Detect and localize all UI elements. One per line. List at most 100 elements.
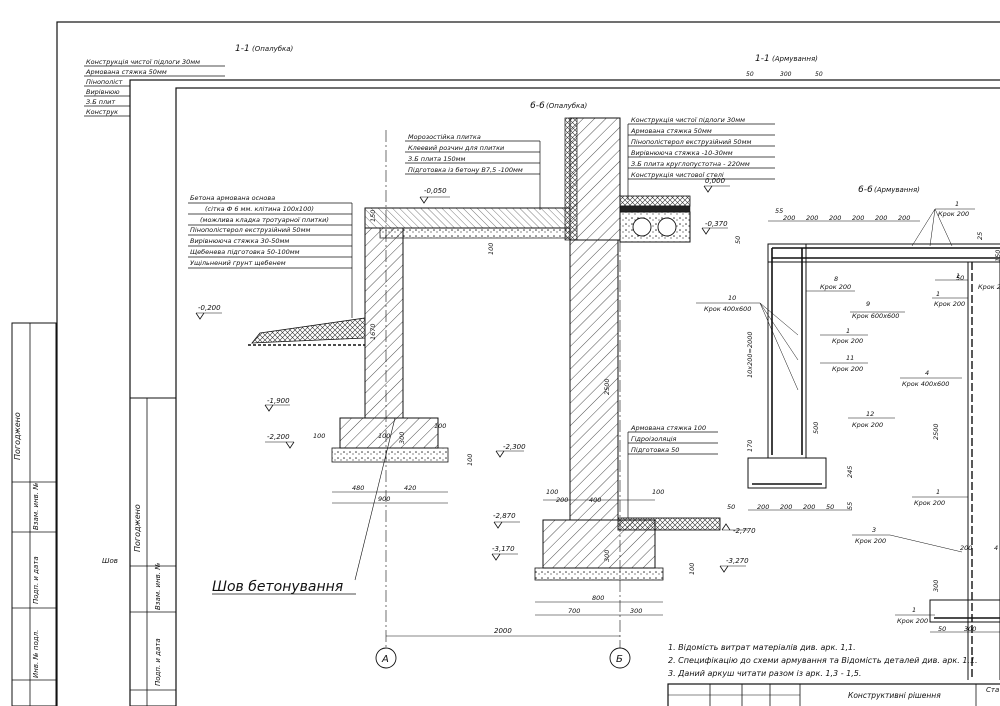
back-layer-2: Армована стяжка 50мм: [85, 68, 167, 76]
formwork-section: А Б 2000 Шов бетонування: [212, 117, 721, 669]
dim-150: 150: [369, 210, 377, 222]
reinf-top-dim-2: 200: [783, 214, 795, 222]
base-layer-2: (сітка Ф 6 мм. клітина 100х100): [205, 205, 314, 213]
floor-layer-1: Конструкція чистої підлоги 30мм: [631, 116, 745, 124]
reinf-vert-dim-4: 500: [812, 422, 820, 434]
reinf-top-dim-6: 200: [875, 214, 887, 222]
base-layer-5: Вирівнююча стяжка 30-50мм: [190, 237, 289, 245]
rebar-10-step: Крок 400х600: [704, 305, 751, 313]
dim-300c: 300: [630, 607, 642, 615]
rebar-11: 11: [846, 354, 854, 362]
floor-layer-3: Пінополістерол екструзійний 50мм: [631, 138, 751, 146]
pavement-layer-4: Підготовка із бетону В7,5 -100мм: [408, 166, 523, 174]
rebar-1d: 1: [936, 488, 940, 496]
dim-100a: 100: [313, 432, 325, 440]
back-seam-label: Шов: [102, 557, 118, 565]
level-l11: -3,270: [726, 557, 749, 565]
base-layer-1: Бетона армована основа: [190, 194, 275, 202]
title-block-name: Конструктивні рішення: [848, 691, 941, 700]
rebar-9: 9: [866, 300, 870, 308]
back-title-reinf-sub: (Армування): [772, 55, 818, 63]
pavement-layer-3: З.Б плита 150мм: [408, 155, 466, 163]
reinf-bot-dim-1: 50: [727, 503, 735, 511]
reinf-bottom-right-dim-1: 50: [938, 625, 946, 633]
back-stamp-3: Инв. № подл.: [32, 630, 40, 678]
dim-100b: 100: [378, 432, 390, 440]
dim-100e: 100: [546, 488, 558, 496]
reinf-vert-dim-2: 2500: [932, 423, 940, 440]
rebar-1b: 1: [846, 327, 850, 335]
reinforcement-section: 55 200 200 200 200 200 200 50 25 150 10х…: [696, 200, 1000, 680]
reinf-bot-dim-6: 55: [846, 502, 854, 510]
rebar-4-step: Крок 400х600: [902, 380, 949, 388]
reinf-side-dim-3: 150: [994, 250, 1000, 262]
rebar-10: 10: [728, 294, 736, 302]
pavement-layer-1: Морозостійка плитка: [408, 133, 481, 141]
rebar-1e-step: Крок 200: [897, 617, 928, 625]
level-l10: -3,170: [492, 545, 515, 553]
axis-b-label: Б: [616, 654, 623, 665]
rebar-3: 3: [872, 526, 876, 534]
axis-b-bubble: [609, 647, 631, 669]
floor-layer-callout: Конструкція чистої підлоги 30мм Армована…: [627, 116, 775, 200]
reinf-vert-dim-3: 170: [746, 440, 754, 452]
back-title-formwork-sub: (Опалубка): [252, 45, 294, 53]
level-l4: -0,200: [198, 304, 221, 312]
reinf-top-dim-5: 200: [852, 214, 864, 222]
reinf-bot-dim-2: 200: [757, 503, 769, 511]
back-dim-1: 50: [746, 71, 754, 78]
back-title-reinf: 1-1: [755, 54, 770, 64]
rebar-9-step: Крок 600х600: [852, 312, 899, 320]
front-stamp-1: Взам. инв. №: [154, 562, 162, 610]
rebar-11-step: Крок 200: [832, 365, 863, 373]
rebar-1a: 1: [955, 200, 959, 208]
basement-layer-2: Гідроізоляція: [631, 435, 677, 443]
dim-420: 420: [404, 484, 416, 492]
reinf-right-dim-1: 50: [956, 274, 964, 282]
note-1: 1. Відомість витрат матеріалів див. арк.…: [668, 643, 856, 652]
rebar-1b-step: Крок 200: [832, 337, 863, 345]
level-l1: -0,050: [424, 187, 447, 195]
base-layer-4: Пінополістерол екструзійний 50мм: [190, 226, 310, 234]
back-layer-3: Пінополіст: [86, 78, 123, 86]
rebar-3-step: Крок 200: [855, 537, 886, 545]
dim-700: 700: [568, 607, 580, 615]
rebar-1c-step: Крок 200: [934, 300, 965, 308]
title-reinf-sub: (Армування): [874, 186, 920, 194]
joint-label: Шов бетонування: [212, 579, 343, 595]
rebar-4: 4: [925, 369, 929, 377]
reinf-vert-dim-6: 300: [932, 580, 940, 592]
title-reinf: 6-6: [858, 185, 873, 195]
dim-900: 900: [378, 495, 390, 503]
reinf-side-dim-1: 50: [734, 236, 742, 244]
dim-2000: 2000: [494, 627, 512, 635]
base-layer-3: (можлива кладка тротуарної плитки): [200, 216, 329, 224]
axis-a-bubble: [375, 647, 397, 669]
reinf-vert-dim-1: 10х200=2000: [746, 331, 754, 378]
back-stamp-2: Подп. и дата: [32, 556, 40, 604]
reinf-top-dim-3: 200: [806, 214, 818, 222]
back-layer-5: З.Б плит: [86, 98, 115, 106]
dim-100f: 100: [652, 488, 664, 496]
dim-1670: 1670: [369, 323, 377, 340]
back-layer-list: Конструкція чистої підлоги 30мм Армована…: [84, 58, 225, 117]
front-stamp-column: Погоджено Взам. инв. № Подп. и дата: [129, 397, 177, 706]
dim-200: 200: [556, 496, 568, 504]
title-formwork-sub: (Опалубка): [546, 102, 588, 110]
title-block-stage: Ста: [986, 686, 999, 694]
dim-100h: 100: [688, 563, 696, 575]
reinf-side-dim-2: 25: [976, 232, 984, 240]
base-layer-callout: Бетона армована основа (сітка Ф 6 мм. кл…: [188, 194, 353, 318]
floor-layer-2: Армована стяжка 50мм: [630, 127, 712, 135]
rebar-1a-step: Крок 200: [938, 210, 969, 218]
reinf-right-dim-3: 4: [994, 544, 998, 552]
rebar-1f: 1: [956, 272, 960, 280]
level-l3: -0,370: [705, 220, 728, 228]
level-l8: -2,870: [493, 512, 516, 520]
dim-100d: 100: [466, 454, 474, 466]
base-layer-7: Ущільнений грунт щебенем: [190, 259, 286, 267]
dim-400: 400: [589, 496, 601, 504]
back-approval-label: Погоджено: [13, 412, 22, 460]
dim-300b: 300: [603, 550, 611, 562]
